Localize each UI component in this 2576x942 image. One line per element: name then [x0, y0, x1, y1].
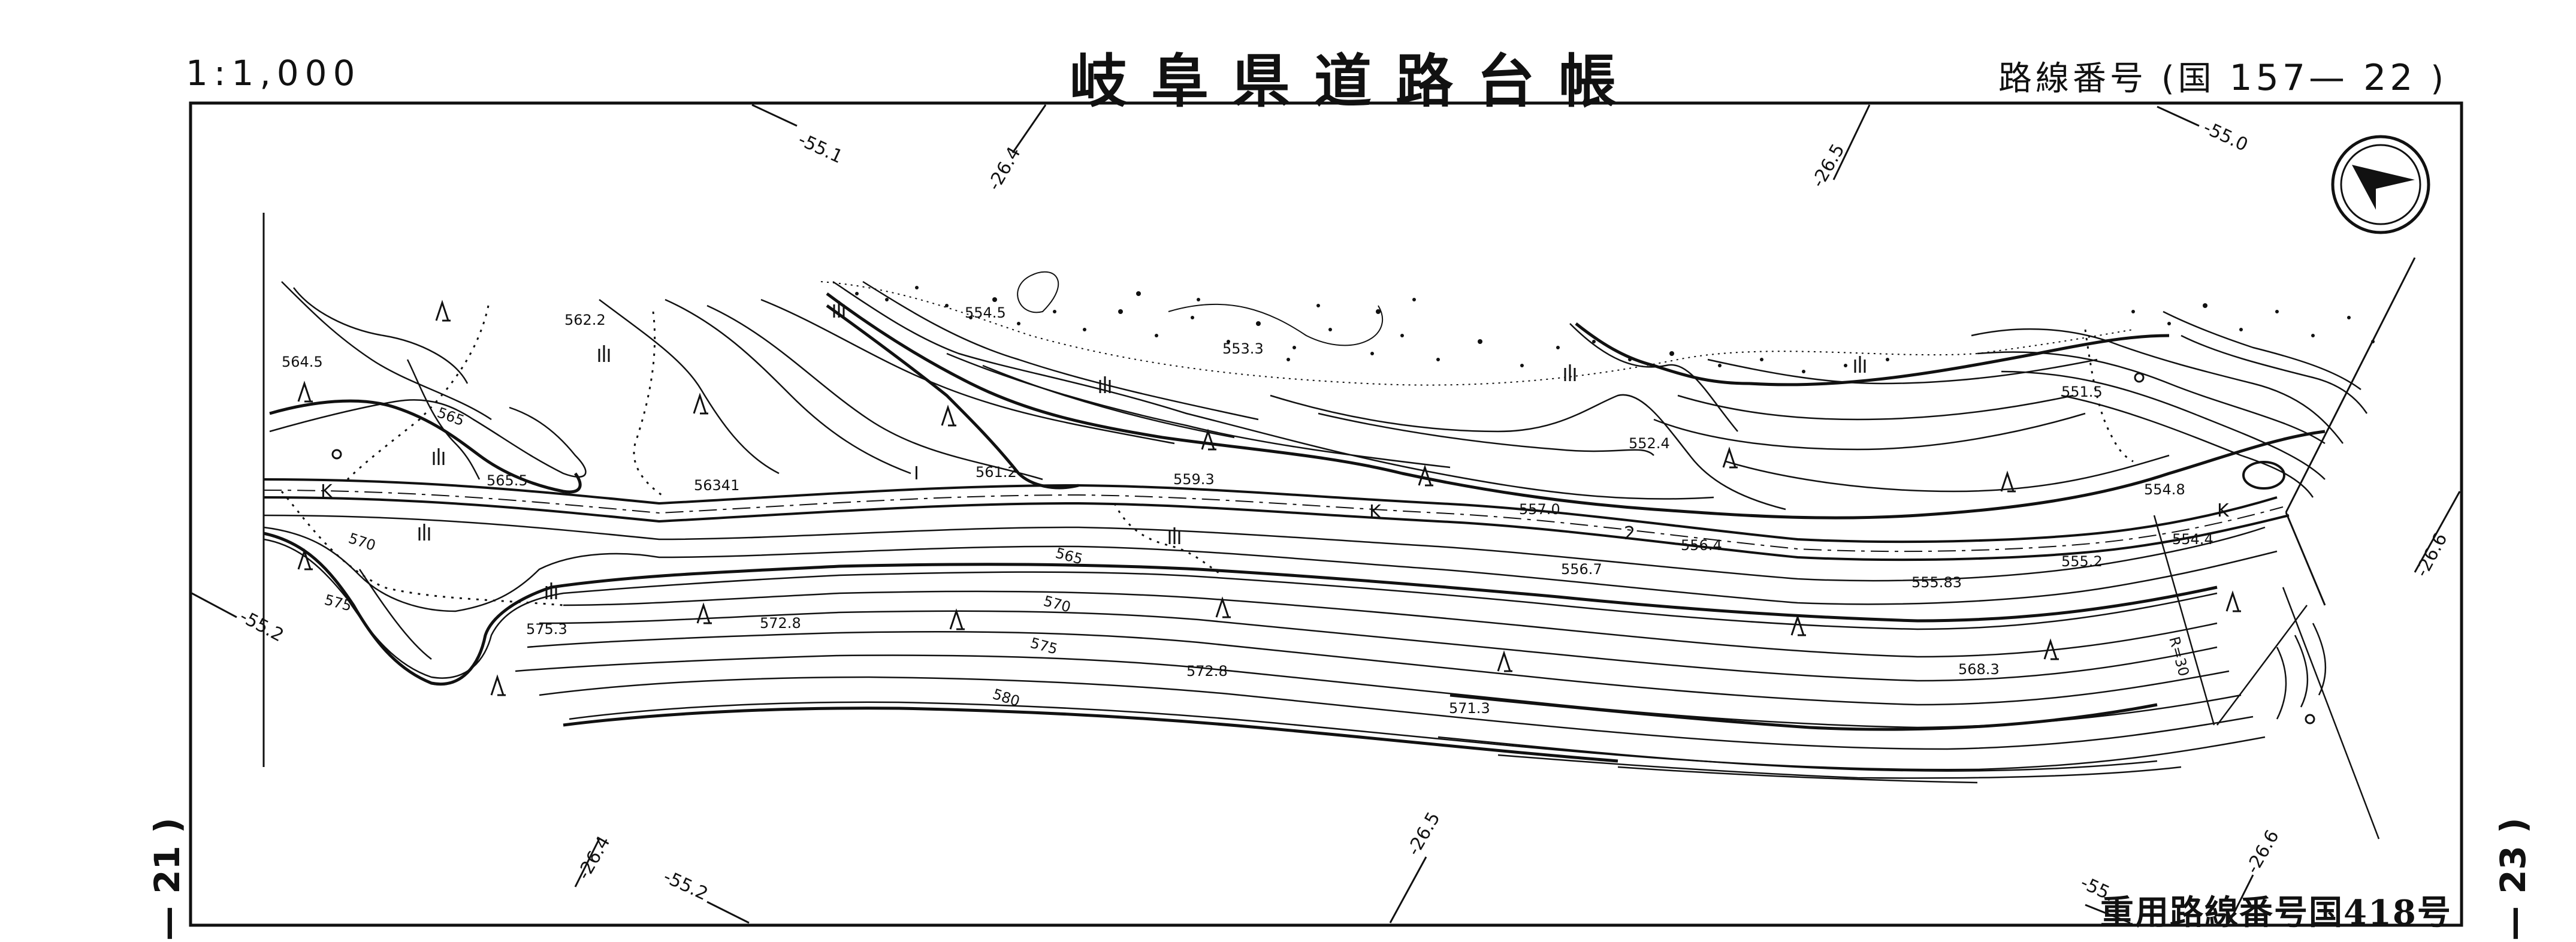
grid-label-top-2: -26.4	[984, 143, 1025, 194]
riverbed-area	[820, 271, 2375, 386]
grid-ticks	[191, 104, 2461, 924]
curve-radius	[2153, 515, 2380, 840]
elevation-label: 565	[435, 404, 467, 429]
route-paren-open: (国	[2161, 59, 2215, 98]
centerline-letter-1: K	[321, 481, 333, 502]
vegetation-symbols	[297, 300, 2241, 696]
grid-label-bottom-3: -26.5	[1403, 808, 1445, 859]
property-boundaries	[280, 305, 2134, 606]
station-marker-2: 2	[1624, 523, 1635, 544]
grid-label-left: -55.2	[236, 606, 287, 646]
elevation-label: 575.3	[526, 621, 567, 638]
station-marker-1: I	[914, 463, 919, 484]
elevation-label: 571.3	[1449, 700, 1490, 717]
grid-label-top-1: -55.1	[795, 129, 846, 168]
elevation-label: 572.8	[760, 615, 801, 632]
elevation-label: 556.4	[1681, 537, 1722, 554]
centerline-letter-2: K	[1369, 502, 1382, 523]
elevation-label: 575	[1028, 635, 1059, 658]
elevation-label: 561.2	[976, 464, 1017, 481]
route-number-value: 157— 22	[2229, 57, 2417, 99]
map-header: 1:1,000 岐阜県道路台帳 路線番号 (国 157— 22 )	[0, 0, 2576, 115]
elevation-label: 568.3	[1958, 661, 2000, 678]
contours-north	[281, 280, 2368, 511]
elevation-label: 580	[990, 686, 1022, 710]
contours-south-index	[263, 532, 2218, 763]
elevation-label: 554.5	[965, 304, 1006, 321]
elevation-label: 553.3	[1222, 340, 1264, 357]
elevation-label: 572.8	[1186, 663, 1228, 680]
elevation-label: 552.4	[1629, 435, 1670, 452]
grid-label-bottom-5: -26.6	[2242, 826, 2284, 877]
centerline-letter-3: K	[2217, 500, 2230, 521]
elevation-label: 554.8	[2144, 481, 2185, 498]
overlap-route-label: 重用路線番号国418号	[2100, 893, 2452, 932]
elevation-label: 551.5	[2061, 384, 2103, 400]
elevation-label: 56341	[694, 477, 739, 494]
grid-label-right: -26.6	[2411, 530, 2451, 581]
road-markers: K K K I 2 R=30	[321, 463, 2230, 678]
elevation-label: 555.83	[1911, 574, 1962, 591]
grid-label-bottom-1: -26.4	[573, 832, 615, 883]
sheet-edge-right	[2285, 257, 2416, 513]
elevation-label: 556.7	[1561, 561, 1602, 578]
elevation-label: 565.5	[487, 472, 528, 489]
elevation-label: 570	[346, 530, 378, 554]
elevation-label: 575	[322, 591, 353, 615]
elevation-label: 559.3	[1173, 471, 1215, 488]
elevation-label: 562.2	[564, 312, 606, 328]
elevation-label: 555.2	[2061, 553, 2103, 570]
grid-label-bottom-2: -55.2	[660, 866, 711, 905]
survey-point-icons	[331, 372, 2315, 724]
elevation-labels: 564.5 562.2 565 565.5 56341 561.2 559.3 …	[282, 304, 2213, 717]
contours-north-index	[826, 292, 2326, 520]
route-label: 路線番号	[1998, 59, 2147, 98]
field-symbols	[418, 301, 1866, 599]
route-paren-close: )	[2430, 59, 2448, 98]
grid-label-top-3: -26.5	[1808, 140, 1849, 191]
north-arrow-icon	[2331, 135, 2430, 234]
route-number: 路線番号 (国 157— 22 )	[1998, 52, 2447, 100]
contours-south	[263, 514, 2327, 784]
elevation-label: 557.0	[1519, 501, 1560, 518]
elevation-label: 554.4	[2172, 531, 2213, 548]
grid-label-top-4: -55.0	[2200, 117, 2251, 156]
map-scale: 1:1,000	[186, 53, 361, 93]
contour-index-nw	[269, 399, 582, 494]
road	[263, 478, 2290, 561]
contours-northwest	[269, 287, 780, 480]
elevation-label: 564.5	[282, 354, 323, 370]
pond-icon	[2242, 461, 2285, 490]
sheet-edge-right-lower	[2285, 512, 2326, 606]
